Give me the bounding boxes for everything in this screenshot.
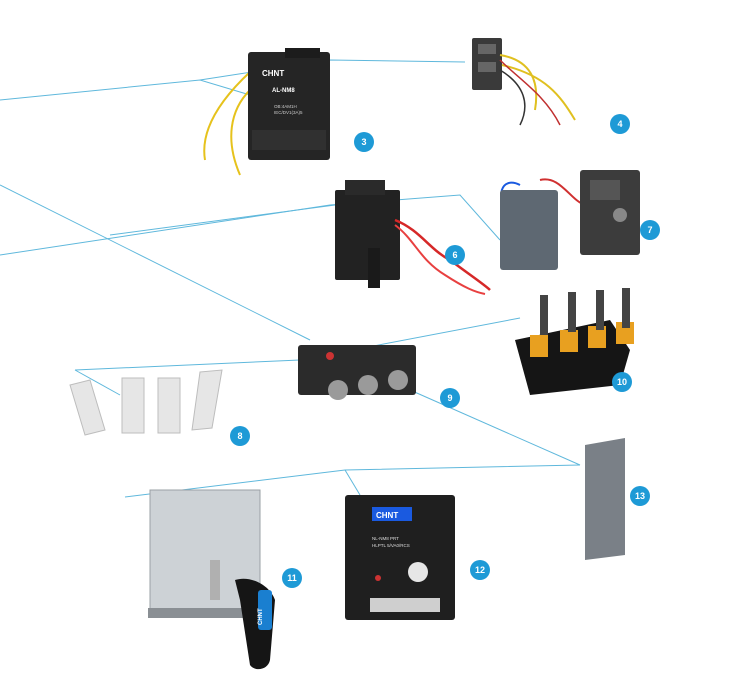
terminal-connector [298, 345, 416, 400]
badge-7: 7 [640, 220, 660, 240]
controller-text-1: NL-NM8 PRT [372, 536, 399, 541]
controller-logo: CHNT [376, 511, 398, 520]
handle-logo: CHNT [258, 608, 264, 625]
auxiliary-contact-block [472, 38, 575, 125]
badge-8: 8 [230, 426, 250, 446]
trip-controller [345, 495, 455, 620]
aux-logo: CHNT [262, 69, 284, 78]
badge-13: 13 [630, 486, 650, 506]
rotary-handle [148, 490, 275, 669]
badge-11: 11 [282, 568, 302, 588]
alarm-contact-module [204, 48, 330, 175]
badge-3: 3 [354, 132, 374, 152]
aux-text-2: IEC/DV1(3A)5 [274, 110, 303, 115]
badge-9: 9 [440, 388, 460, 408]
shunt-release [335, 180, 490, 294]
badge-12: 12 [470, 560, 490, 580]
aux-model: AL-NM8 [272, 88, 295, 94]
badge-10: 10 [612, 372, 632, 392]
phase-barrier [585, 438, 625, 560]
motor-operator [500, 170, 640, 270]
badge-6: 6 [445, 245, 465, 265]
aux-text-1: OB:4AM1H [274, 104, 297, 109]
controller-text-2: HLPTL 5/VA0/RCS [372, 543, 410, 548]
badge-4: 4 [610, 114, 630, 134]
